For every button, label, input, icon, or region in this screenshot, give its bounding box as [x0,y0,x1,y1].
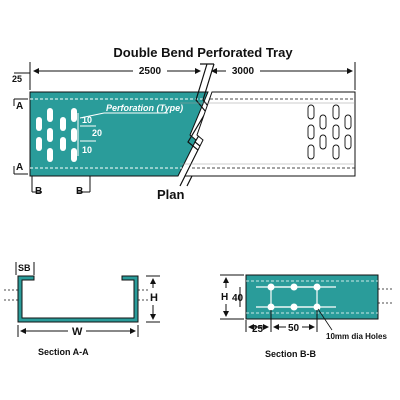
perforation-slots-right [307,104,352,160]
drawing-title: Double Bend Perforated Tray [113,45,293,60]
bb-h-label: H [221,292,228,303]
section-aa-caption: Section A-A [38,347,89,357]
perf-10-bottom: 10 [82,145,92,155]
section-mark-a-top: A [16,101,23,112]
section-mark-b-left: B [35,186,42,197]
perforation-arrow [79,112,105,119]
section-bb: H 40 25 50 10mm dia Holes Section B-B [220,274,392,359]
tray-plan-white [184,91,356,177]
dim-25-text: 25 [12,74,22,84]
dim-3000-text: 3000 [232,66,255,77]
perf-20: 20 [92,128,102,138]
plan-label: Plan [157,187,185,202]
perforation-slots-left [36,108,77,162]
channel-profile [17,275,139,323]
perforation-label: Perforation (Type) [106,103,183,113]
section-aa: SB H W Section A-A [4,262,160,357]
section-bb-caption: Section B-B [265,349,317,359]
section-mark-b-right: B [76,186,83,197]
bb-dim-50: 50 [288,323,300,334]
sb-label: SB [18,263,31,273]
perf-10-top: 10 [82,115,92,125]
plan-view: 25 2500 3000 Perforation (Type) [12,62,356,202]
section-mark-a-bottom: A [16,162,23,173]
side-panel [245,274,379,320]
aa-w-label: W [72,326,83,338]
bb-dim-25: 25 [252,324,264,335]
holes-label: 10mm dia Holes [326,332,387,341]
dim-2500-text: 2500 [139,66,162,77]
aa-h-label: H [150,292,158,304]
bb-dim-40: 40 [232,293,244,304]
holes [267,283,321,311]
